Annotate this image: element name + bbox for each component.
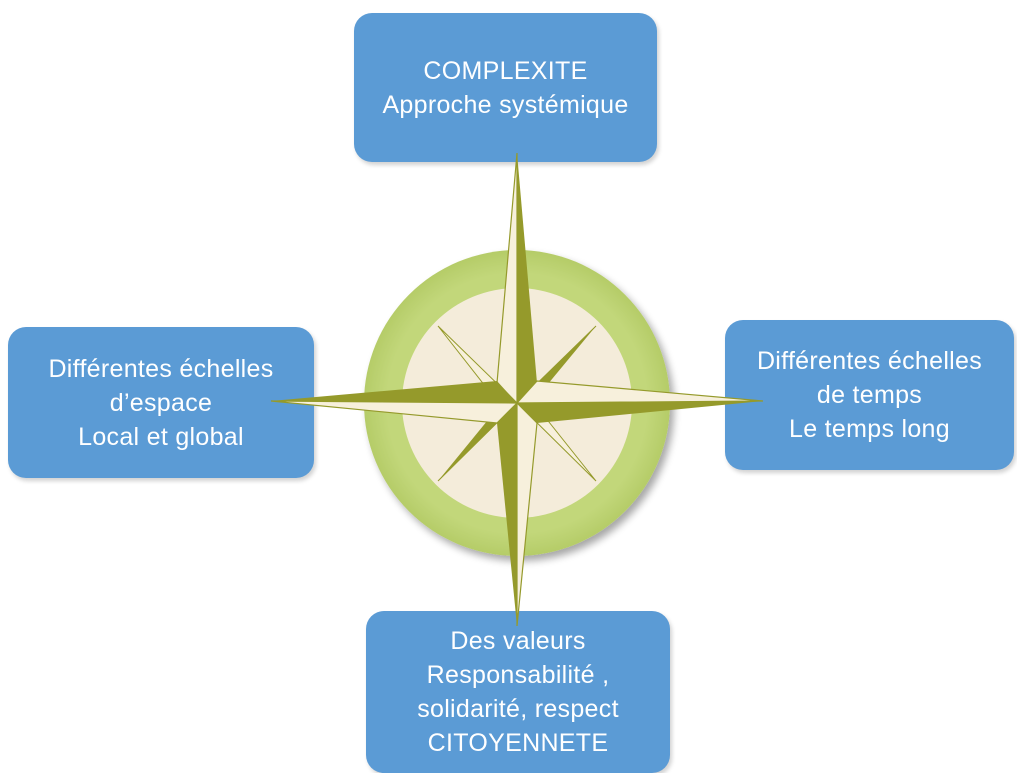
- box-bottom-line-4: CITOYENNETE: [427, 729, 609, 757]
- box-right-line-1: Différentes échelles: [756, 347, 983, 375]
- box-complexite: COMPLEXITE Approche systémique: [354, 13, 657, 162]
- box-echelles-espace: Différentes échelles d’espace Local et g…: [8, 327, 314, 478]
- box-left-line-1: Différentes échelles: [48, 354, 274, 383]
- compass-diagonal-points: [437, 325, 597, 482]
- box-left-line-3: Local et global: [78, 422, 244, 451]
- compass-cardinal-points: [270, 152, 764, 627]
- inner-disc: [402, 288, 632, 518]
- box-top-line-1: COMPLEXITE: [423, 56, 588, 85]
- box-left-line-2: d’espace: [109, 388, 213, 417]
- box-echelles-temps: Différentes échelles de temps Le temps l…: [725, 320, 1014, 470]
- outer-ring: [364, 250, 670, 556]
- box-right-line-2: de temps: [816, 381, 923, 409]
- box-top-line-2: Approche systémique: [382, 90, 629, 119]
- box-bottom-line-1: Des valeurs: [450, 627, 586, 655]
- box-right-line-3: Le temps long: [789, 415, 950, 443]
- box-valeurs: Des valeurs Responsabilité , solidarité,…: [366, 611, 670, 773]
- box-bottom-line-2: Responsabilité ,: [426, 661, 610, 689]
- box-bottom-line-3: solidarité, respect: [417, 695, 619, 723]
